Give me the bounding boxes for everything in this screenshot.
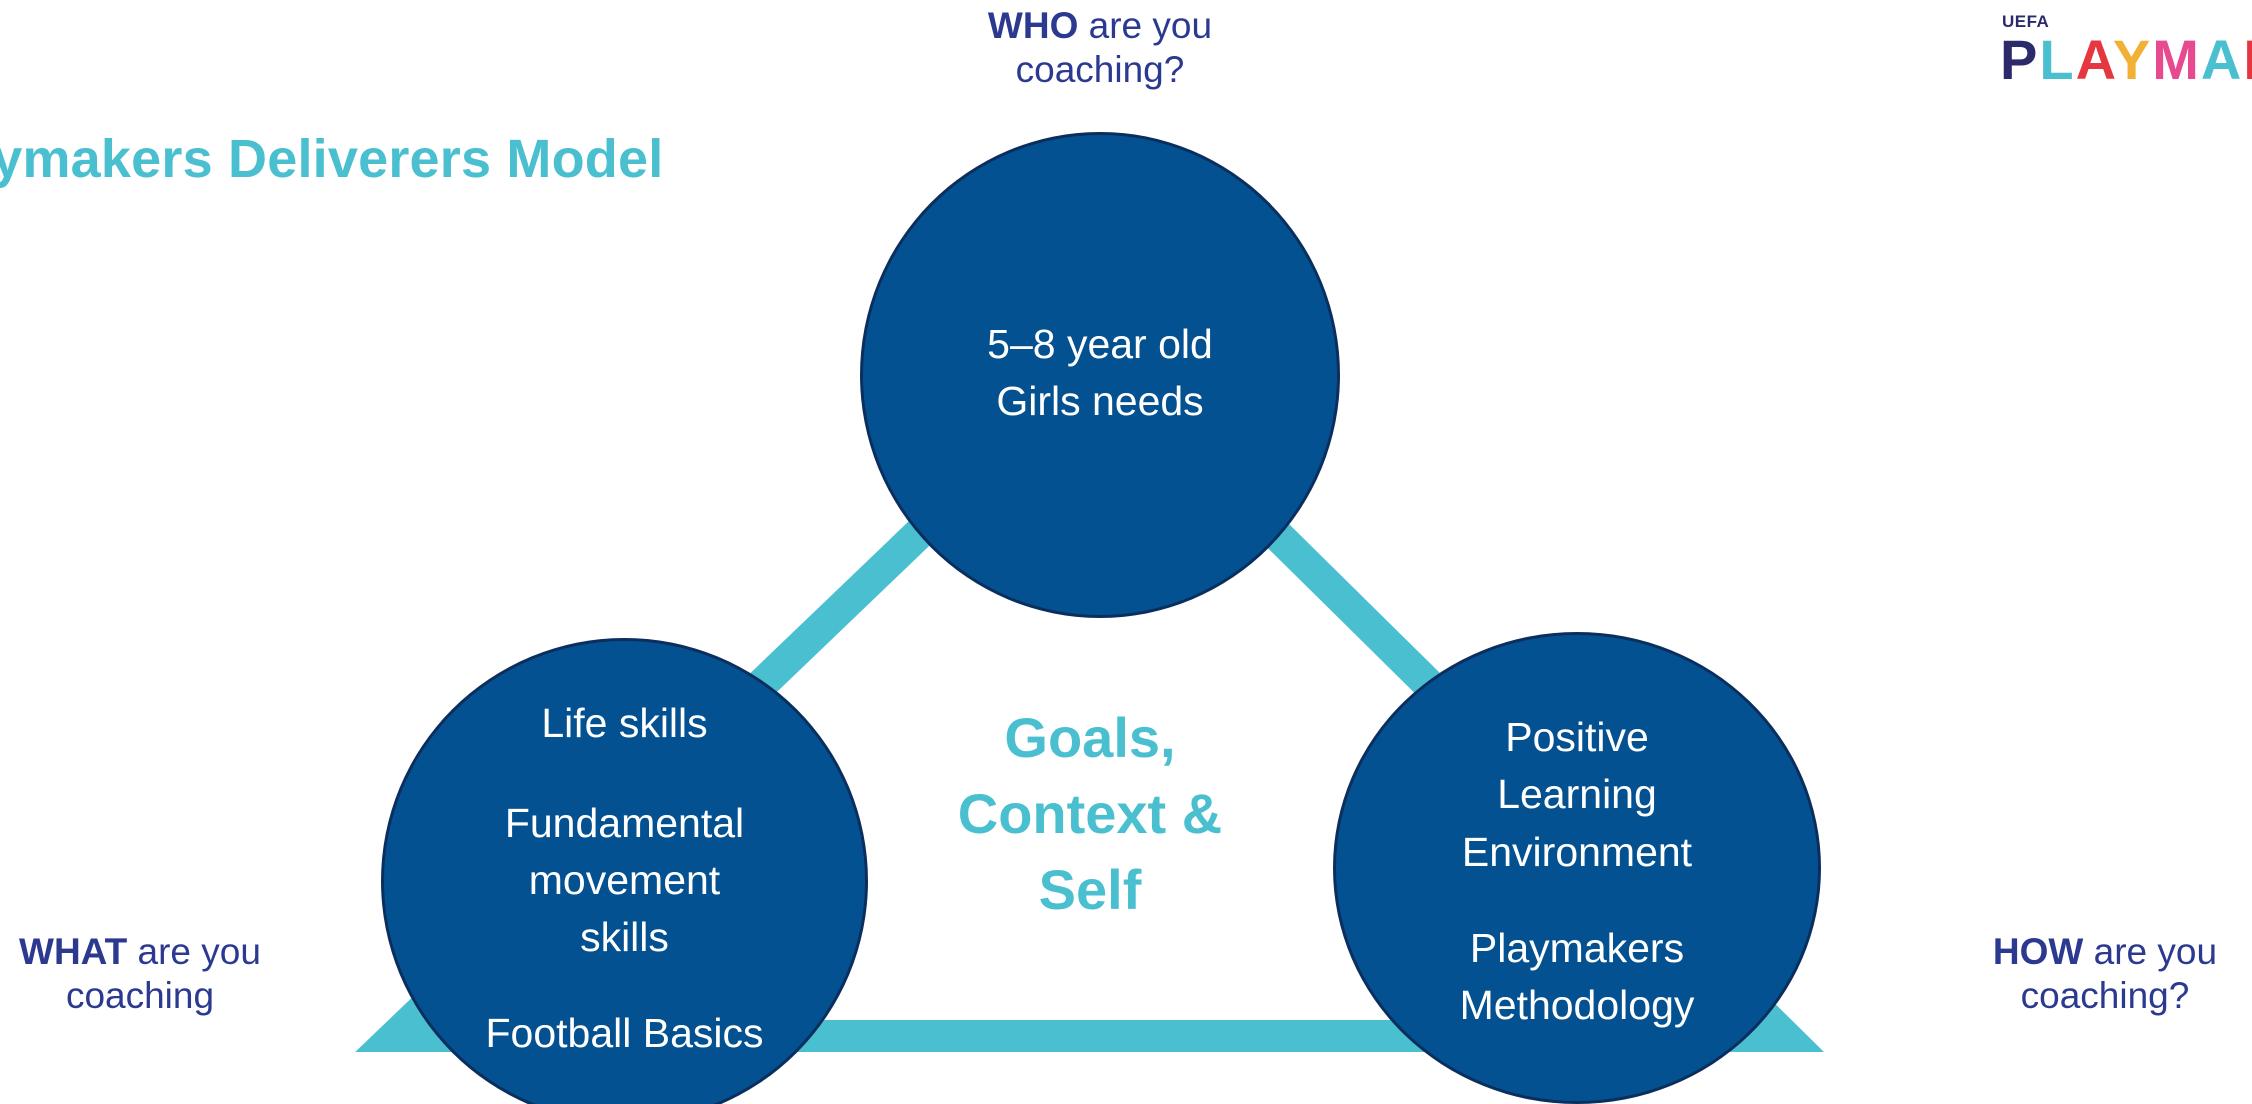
page-title: aymakers Deliverers Model bbox=[0, 129, 664, 189]
circle-how: Positive Learning Environment Playmakers… bbox=[1333, 632, 1821, 1104]
question-who-keyword: WHO bbox=[987, 5, 1079, 46]
question-who-rest: are you bbox=[1078, 5, 1213, 46]
logo-letter: P bbox=[2000, 28, 2040, 90]
circle-what-fms-line2: movement bbox=[528, 857, 721, 903]
circle-who-line2: Girls needs bbox=[996, 378, 1204, 424]
question-what-keyword: WHAT bbox=[19, 931, 128, 972]
question-who-line2: coaching? bbox=[1015, 49, 1185, 90]
question-how-rest: are you bbox=[2083, 931, 2218, 972]
circle-what-fms-line3: skills bbox=[580, 914, 669, 960]
question-who-line1: WHO are you bbox=[960, 4, 1240, 48]
center-line1: Goals, bbox=[1004, 706, 1176, 769]
circle-what-life-skills: Life skills bbox=[541, 700, 708, 746]
question-what-rest: are you bbox=[127, 931, 261, 972]
logo-letter: A bbox=[2075, 28, 2113, 90]
center-goals-text: Goals, Context & Self bbox=[890, 700, 1290, 928]
circle-how-ple-line1: Positive bbox=[1505, 714, 1649, 760]
circle-how-ple-line2: Learning bbox=[1497, 771, 1657, 817]
logo-letter: Y bbox=[2112, 28, 2153, 90]
question-how: HOW are you coaching? bbox=[1965, 930, 2245, 1018]
center-line3: Self bbox=[1038, 858, 1142, 921]
logo-letter: L bbox=[2039, 28, 2076, 90]
logo-wordmark: PLAYMAK! bbox=[2000, 30, 2252, 90]
playmakers-logo: UEFA PLAYMAK! bbox=[2000, 10, 2252, 90]
circle-how-ple-line3: Environment bbox=[1461, 829, 1693, 875]
logo-letter: M bbox=[2152, 28, 2201, 90]
circle-how-method-line1: Playmakers bbox=[1469, 925, 1685, 971]
circle-what: Life skills Fundamental movement skills … bbox=[381, 638, 868, 1104]
circle-what-fms-line1: Fundamental bbox=[504, 800, 745, 846]
question-what-line2: coaching bbox=[65, 975, 215, 1016]
logo-uefa-text: UEFA bbox=[2002, 12, 2050, 31]
logo-letter: A bbox=[2200, 28, 2244, 90]
question-how-line2: coaching? bbox=[2020, 975, 2190, 1016]
question-how-keyword: HOW bbox=[1992, 931, 2084, 972]
circle-who-line1: 5–8 year old bbox=[987, 321, 1213, 367]
logo-letter: K bbox=[2243, 28, 2252, 90]
circle-who: 5–8 year old Girls needs bbox=[860, 132, 1340, 618]
question-what-line1: WHAT are you bbox=[0, 930, 280, 974]
question-what: WHAT are you coaching bbox=[0, 930, 280, 1018]
question-how-line1: HOW are you bbox=[1965, 930, 2245, 974]
circle-what-football-basics: Football Basics bbox=[485, 1010, 764, 1056]
center-line2: Context & bbox=[957, 782, 1223, 845]
question-who: WHO are you coaching? bbox=[960, 4, 1240, 92]
circle-how-method-line2: Methodology bbox=[1459, 982, 1695, 1028]
